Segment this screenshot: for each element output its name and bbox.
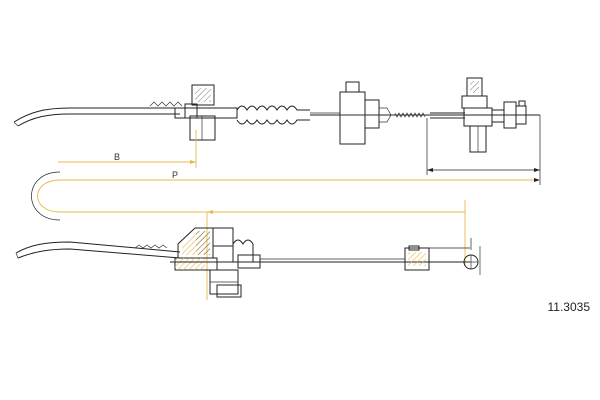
dimension-p: P — [31, 170, 540, 221]
bottom-end-eye — [463, 238, 481, 275]
bottom-view — [15, 200, 481, 300]
bottom-main-fitting — [174, 227, 261, 298]
cable-loop — [37, 179, 540, 213]
top-right-dimension — [426, 115, 541, 185]
top-adjuster — [339, 81, 392, 145]
bottom-end-ferrule — [404, 245, 470, 271]
top-ribbed-sheath — [149, 101, 183, 107]
part-number: 11.3035 — [547, 300, 591, 314]
top-cable-left-end — [13, 107, 180, 123]
bottom-cable-left-end — [15, 241, 181, 254]
dimension-b: B — [58, 130, 197, 168]
top-ferrule-fitting — [174, 84, 238, 141]
top-end-fitting — [461, 77, 540, 153]
top-view — [13, 77, 541, 185]
dimension-b-label: B — [114, 152, 120, 162]
dimension-p-label: P — [172, 170, 178, 180]
top-bellows — [236, 105, 310, 125]
